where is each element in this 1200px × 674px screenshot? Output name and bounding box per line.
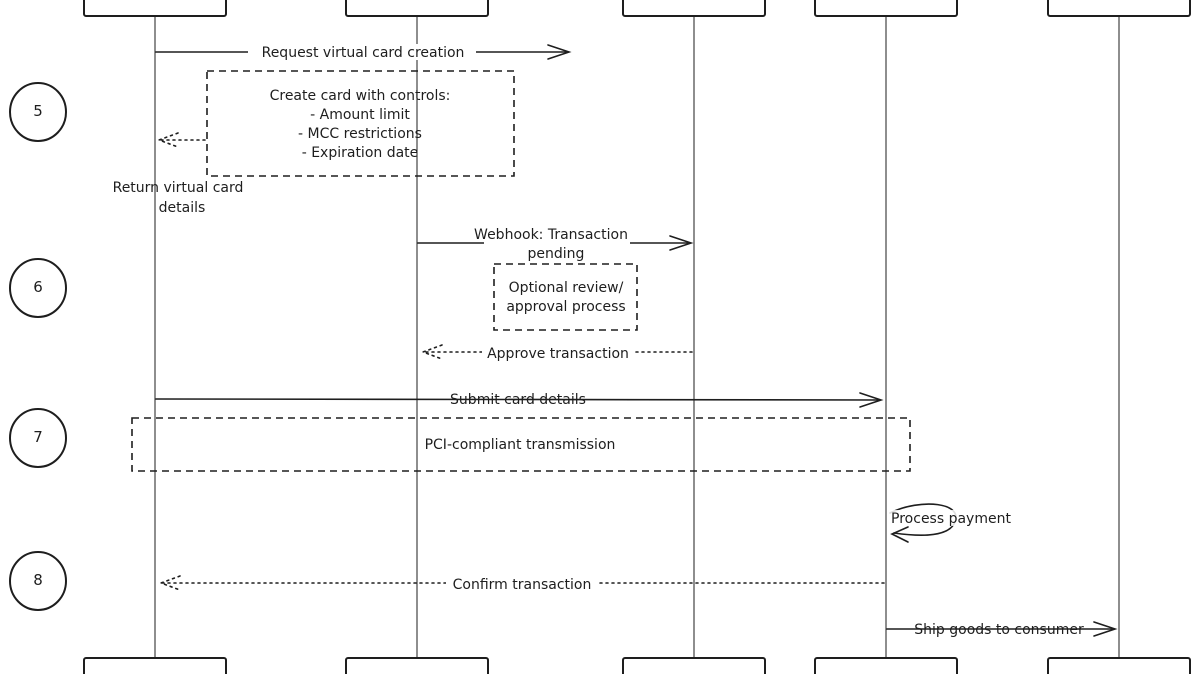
step-circle-6: [9, 258, 67, 318]
step-number-5: 5: [33, 102, 43, 120]
participant-box-5-top: [1047, 0, 1191, 17]
arrowhead-icon: [547, 44, 572, 60]
participant-boxes-bottom: [83, 657, 1191, 674]
note-review-line-1: Optional review/: [509, 280, 624, 296]
message-label-return-card-line-2: details: [159, 200, 206, 216]
participant-box-1-bottom: [83, 657, 227, 674]
participant-box-4-top: [814, 0, 958, 17]
step-number-6: 6: [33, 278, 43, 296]
step-circle-7: [9, 408, 67, 468]
message-label-ship: Ship goods to consumer: [914, 622, 1084, 638]
note-create-card-line-1: Create card with controls:: [270, 88, 451, 104]
note-review-box: [493, 263, 638, 331]
lifelines: [154, 16, 1120, 658]
note-create-card-line-3: - MCC restrictions: [298, 126, 422, 142]
arrowhead-icon: [1093, 621, 1118, 637]
step-circle-5: [9, 82, 67, 142]
message-label-return-card-line-1: Return virtual card: [113, 180, 244, 196]
label-background: [446, 575, 598, 591]
note-pci-text: PCI-compliant transmission: [425, 437, 616, 453]
note-pci-box: [131, 417, 911, 472]
arrowhead-icon: [158, 575, 181, 591]
step-circle-8: [9, 551, 67, 611]
participant-box-4-bottom: [814, 657, 958, 674]
participant-box-3-bottom: [622, 657, 766, 674]
participant-boxes-top: [83, 0, 1191, 17]
label-background: [248, 44, 476, 60]
label-background: [889, 510, 1013, 526]
participant-box-1-top: [83, 0, 227, 17]
step-number-7: 7: [33, 428, 43, 446]
step-number-8: 8: [33, 571, 43, 589]
label-background: [482, 344, 634, 360]
message-label-submit-card: Submit card details: [450, 392, 586, 408]
message-label-confirm: Confirm transaction: [453, 577, 592, 593]
note-create-card-box: [206, 70, 515, 177]
message-ship: [886, 621, 1118, 637]
participant-box-2-bottom: [345, 657, 489, 674]
arrowhead-icon: [890, 526, 909, 543]
arrowhead-icon: [859, 392, 884, 408]
arrowhead-icon: [420, 344, 443, 360]
message-return-card: [156, 132, 206, 148]
note-create-card-line-2: - Amount limit: [310, 107, 410, 123]
participant-box-3-top: [622, 0, 766, 17]
message-submit-card: [155, 392, 884, 408]
arrowhead-icon: [156, 132, 179, 148]
note-create-card-line-4: - Expiration date: [302, 145, 419, 161]
message-label-request-card: Request virtual card creation: [262, 45, 465, 61]
message-label-approve: Approve transaction: [487, 346, 629, 362]
message-label-webhook-line-1: Webhook: Transaction: [474, 227, 628, 243]
arrowhead-icon: [669, 235, 694, 251]
message-label-process-payment: Process payment: [891, 511, 1011, 527]
participant-box-5-bottom: [1047, 657, 1191, 674]
message-label-webhook-line-2: pending: [528, 246, 585, 262]
step-circles: [9, 82, 67, 611]
note-boxes: [131, 70, 911, 472]
label-background: [484, 228, 630, 262]
participant-box-2-top: [345, 0, 489, 17]
note-review-line-2: approval process: [506, 299, 625, 315]
